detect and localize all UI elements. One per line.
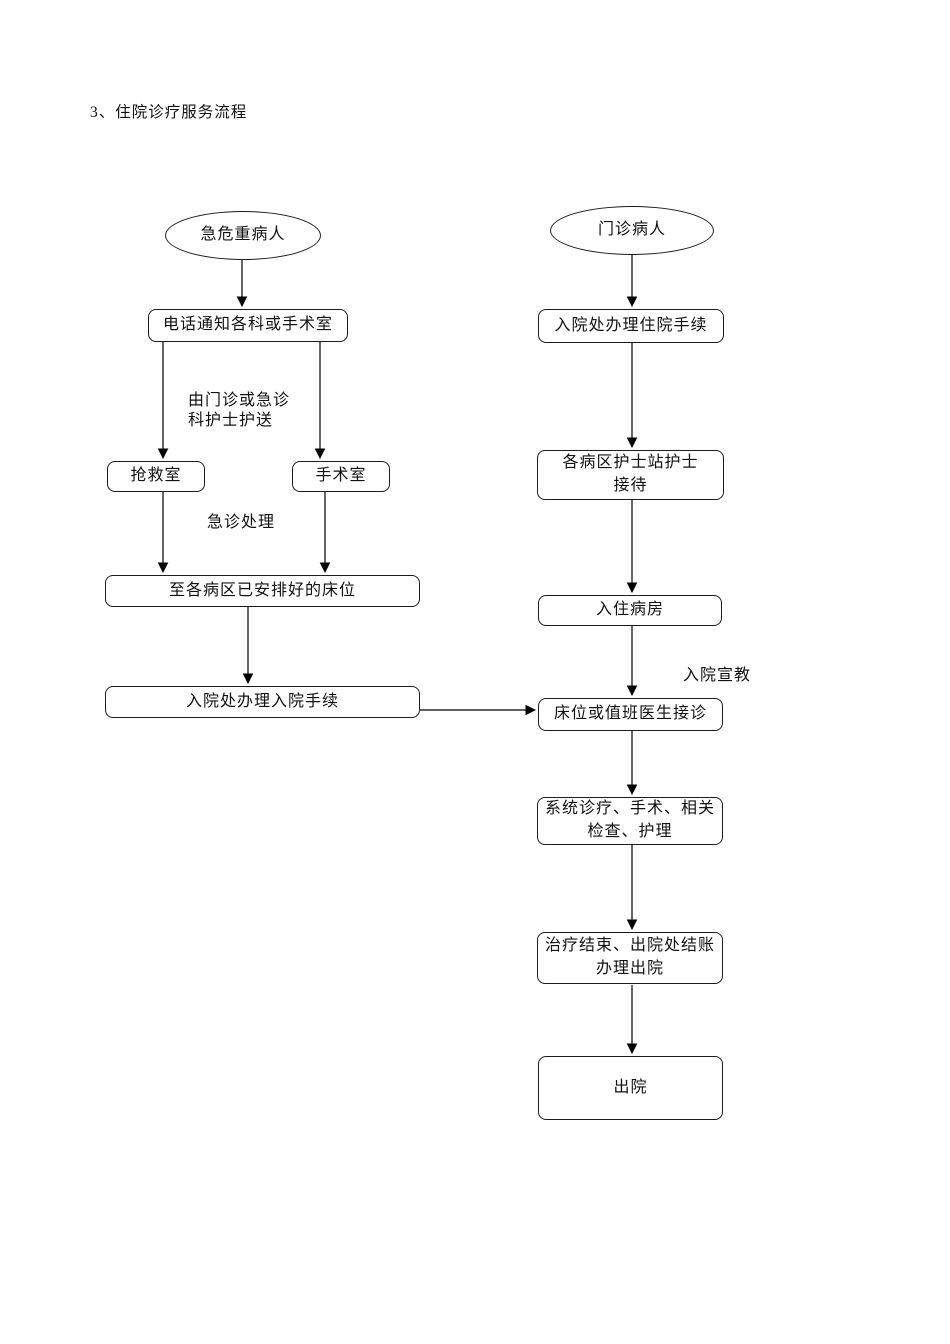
node-operating-room: 手术室 (292, 461, 390, 492)
node-nurse-reception: 各病区护士站护士 接待 (537, 450, 724, 500)
edge-label-admission-education: 入院宣教 (683, 667, 752, 684)
node-doctor-reception: 床位或值班医生接诊 (538, 698, 723, 731)
edge-label-emergency-handling: 急诊处理 (207, 514, 276, 531)
node-critical-patient: 急危重病人 (165, 211, 321, 260)
node-rescue-room: 抢救室 (107, 461, 205, 492)
node-phone-notify: 电话通知各科或手术室 (148, 309, 348, 342)
node-move-into-ward: 入住病房 (538, 595, 722, 626)
node-arranged-bed: 至各病区已安排好的床位 (105, 575, 420, 607)
node-outpatient: 门诊病人 (550, 206, 714, 255)
node-admission-procedure: 入院处办理入院手续 (105, 686, 420, 718)
edge-label-escort: 由门诊或急诊 科护士护送 (188, 392, 291, 429)
node-hospitalization-procedure: 入院处办理住院手续 (538, 309, 724, 343)
node-systematic-treatment: 系统诊疗、手术、相关 检查、护理 (537, 797, 723, 845)
page-title: 3、住院诊疗服务流程 (90, 104, 248, 121)
node-discharge: 出院 (538, 1056, 723, 1120)
node-treatment-end-checkout: 治疗结束、出院处结账 办理出院 (537, 932, 723, 984)
